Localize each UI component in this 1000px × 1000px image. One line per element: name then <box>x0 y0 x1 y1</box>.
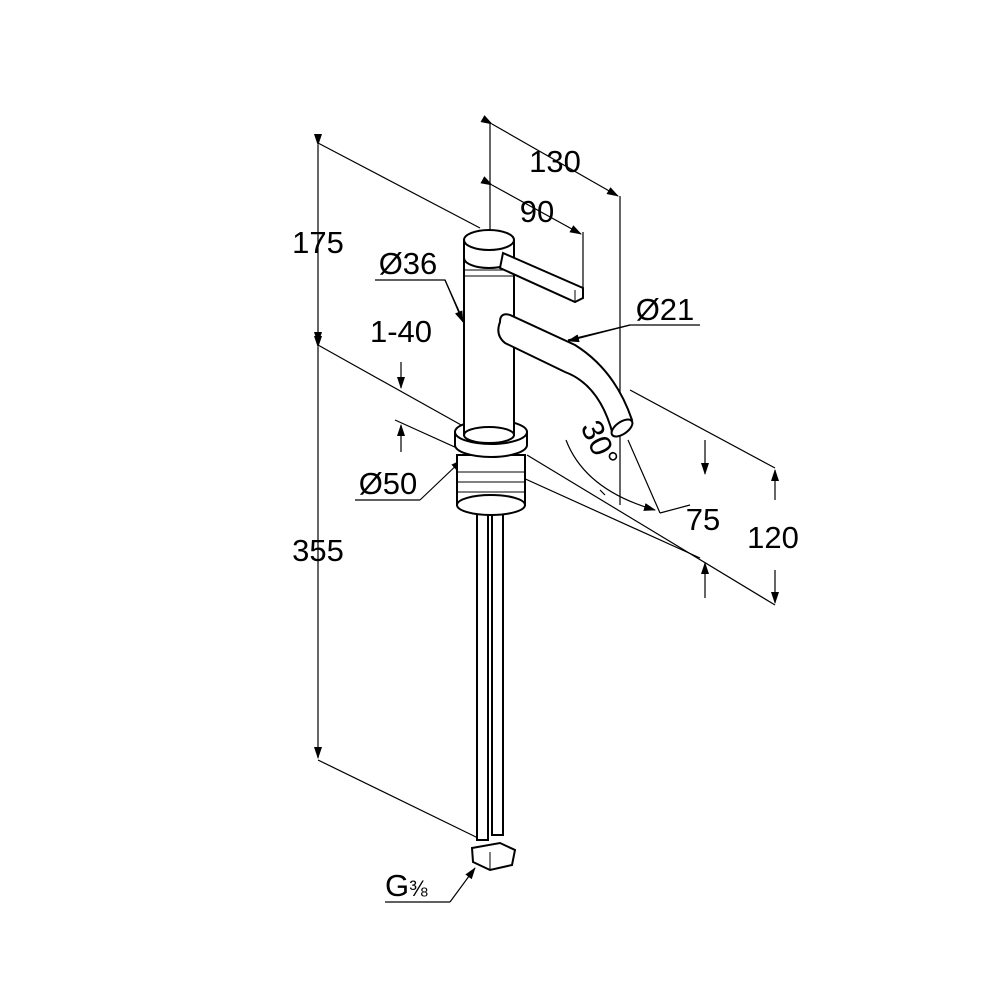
dim-lever-width: 90 <box>520 194 554 229</box>
thread-letter: G <box>385 868 409 903</box>
dim-spout-clearance: 75 <box>686 502 720 537</box>
dim-spout-height: 120 <box>747 520 799 555</box>
thread-fraction: ⅜ <box>409 876 428 901</box>
dim-total-width: 130 <box>529 144 581 179</box>
dim-spout-diameter: Ø21 <box>636 292 695 327</box>
dim-height-above: 175 <box>292 225 344 260</box>
dim-base-diameter: Ø50 <box>359 466 418 501</box>
dimension-lines <box>314 115 779 903</box>
faucet-body <box>454 229 634 872</box>
dim-connection-thread: G⅜ <box>385 868 428 903</box>
dim-hose-length: 355 <box>292 533 344 568</box>
dim-deck-thickness: 1-40 <box>370 314 432 349</box>
dim-body-diameter: Ø36 <box>379 246 438 281</box>
